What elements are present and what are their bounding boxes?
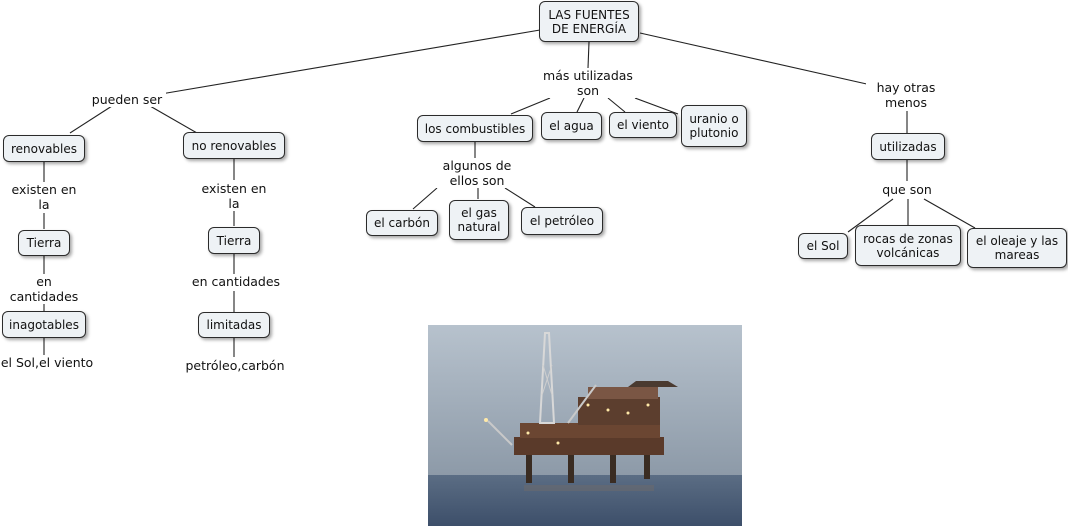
link-renovables-cantidades: en cantidades bbox=[0, 274, 88, 304]
node-el-sol-right: el Sol bbox=[798, 233, 848, 259]
node-limitadas: limitadas bbox=[198, 312, 270, 338]
root-node: LAS FUENTES DE ENERGÍA bbox=[539, 1, 639, 42]
node-los-combustibles: los combustibles bbox=[417, 115, 533, 142]
node-el-petroleo: el petróleo bbox=[521, 207, 603, 235]
node-el-gas-natural: el gas natural bbox=[449, 200, 509, 240]
link-renovables-existen: existen en la bbox=[6, 182, 82, 212]
link-que-son: que son bbox=[874, 182, 940, 197]
example-no-renovables: petróleo,carbón bbox=[182, 358, 288, 373]
link-mas-utilizadas: más utilizadas son bbox=[540, 68, 636, 98]
node-rocas-volcanicas: rocas de zonas volcánicas bbox=[855, 225, 961, 266]
node-uranio-plutonio: uranio o plutonio bbox=[681, 105, 747, 147]
link-no-renovables-cantidades: en cantidades bbox=[190, 274, 282, 289]
link-no-renovables-existen: existen en la bbox=[196, 181, 272, 211]
node-tierra-renovables: Tierra bbox=[18, 230, 70, 256]
link-hay-otras-menos: hay otras menos bbox=[866, 80, 946, 110]
node-no-renovables: no renovables bbox=[183, 132, 285, 159]
node-el-agua: el agua bbox=[541, 112, 602, 140]
example-renovables: el Sol,el viento bbox=[0, 355, 94, 370]
node-utilizadas: utilizadas bbox=[871, 133, 945, 160]
link-algunos-de-ellos: algunos de ellos son bbox=[436, 158, 518, 188]
node-renovables: renovables bbox=[3, 135, 85, 162]
oil-platform-photo bbox=[428, 325, 742, 526]
node-oleaje-mareas: el oleaje y las mareas bbox=[967, 228, 1067, 268]
node-el-carbon: el carbón bbox=[366, 210, 438, 236]
link-pueden-ser: pueden ser bbox=[88, 92, 166, 107]
node-tierra-no-renovables: Tierra bbox=[208, 227, 260, 254]
node-inagotables: inagotables bbox=[2, 311, 86, 338]
node-el-viento: el viento bbox=[609, 112, 677, 138]
